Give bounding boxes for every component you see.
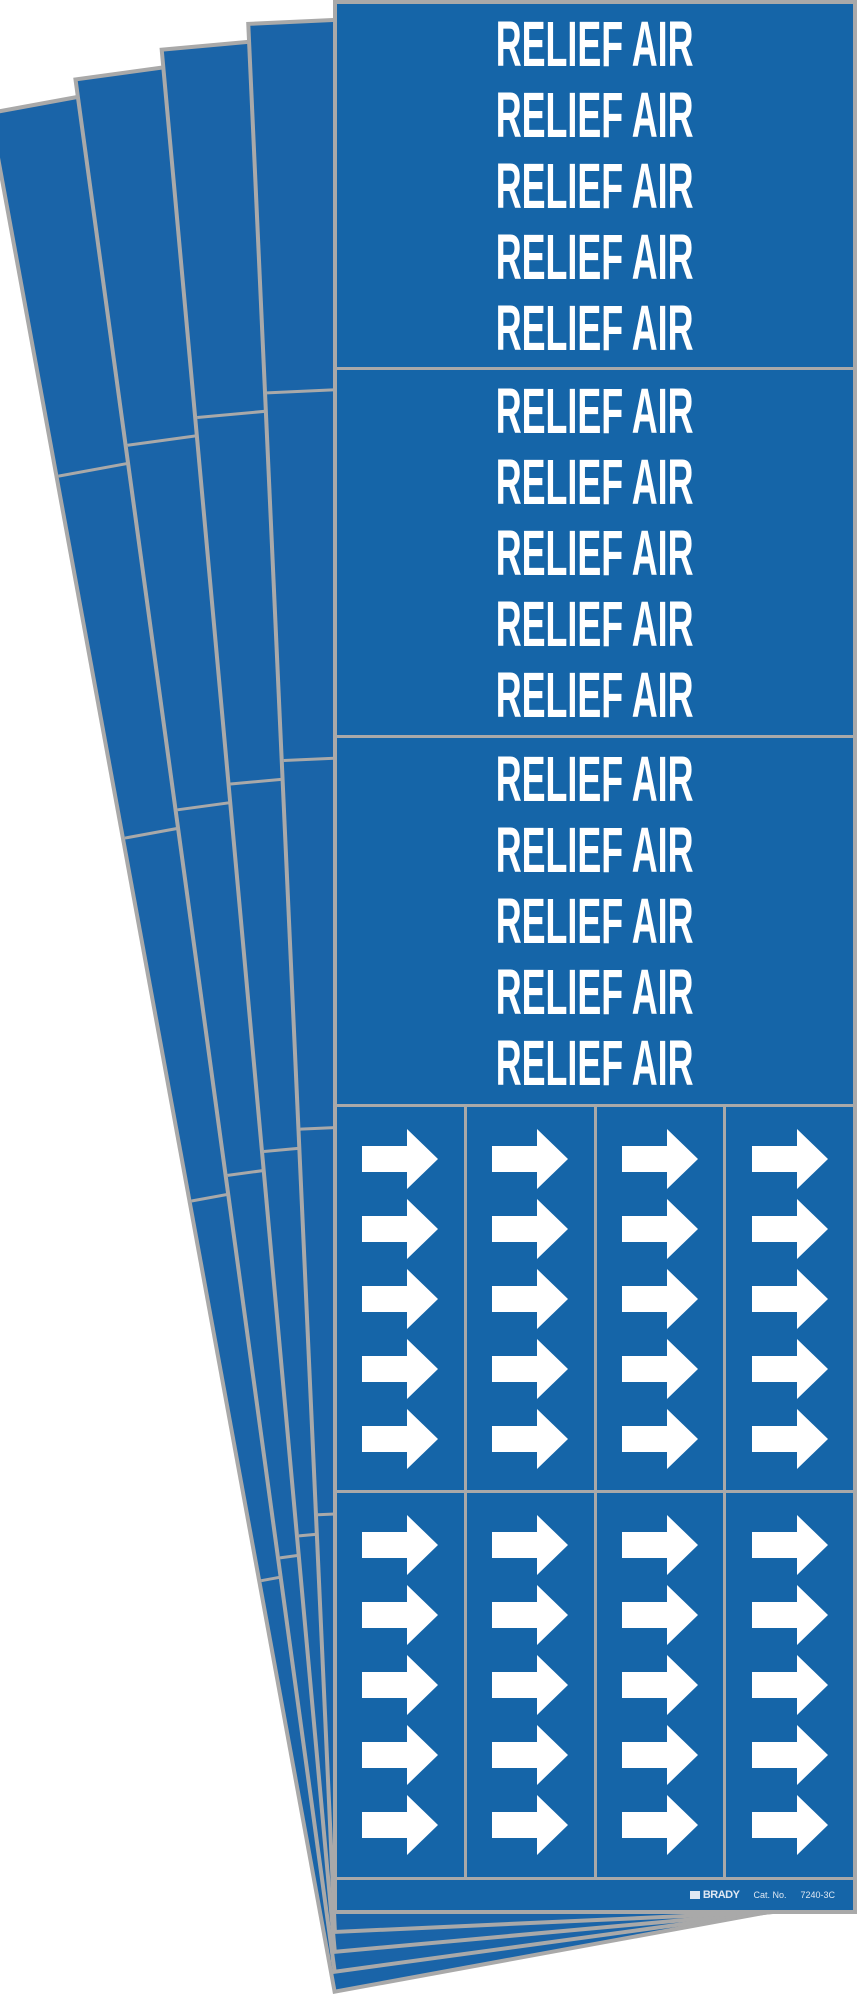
arrow-right-icon (621, 1404, 698, 1474)
label-text-row: RELIEF AIR (496, 658, 694, 731)
arrow-right-icon (621, 1334, 698, 1404)
arrow-right-icon (362, 1334, 439, 1404)
arrow-right-icon (492, 1334, 569, 1404)
arrow-right-icon (751, 1720, 828, 1790)
arrow-right-icon (492, 1404, 569, 1474)
arrow-column (337, 1493, 464, 1877)
arrow-right-icon (621, 1510, 698, 1580)
arrow-right-icon (492, 1124, 569, 1194)
arrow-right-icon (492, 1194, 569, 1264)
arrow-right-icon (492, 1650, 569, 1720)
label-text-row: RELIEF AIR (496, 78, 694, 151)
arrow-section-2 (337, 1493, 853, 1877)
arrow-right-icon (621, 1790, 698, 1860)
arrow-right-icon (751, 1194, 828, 1264)
label-text-row: RELIEF AIR (496, 220, 694, 293)
arrow-right-icon (751, 1404, 828, 1474)
arrow-right-icon (621, 1580, 698, 1650)
label-text-row: RELIEF AIR (496, 956, 694, 1028)
arrow-right-icon (751, 1124, 828, 1194)
arrow-right-icon (621, 1264, 698, 1334)
arrow-right-icon (751, 1580, 828, 1650)
label-text-row: RELIEF AIR (496, 1027, 694, 1099)
label-text-row: RELIEF AIR (496, 374, 694, 447)
arrow-right-icon (492, 1790, 569, 1860)
label-text-row: RELIEF AIR (496, 7, 694, 80)
arrow-right-icon (362, 1510, 439, 1580)
arrow-column (726, 1107, 853, 1490)
arrow-right-icon (492, 1510, 569, 1580)
arrow-right-icon (751, 1790, 828, 1860)
arrow-right-icon (621, 1124, 698, 1194)
catalog-label: Cat. No. (753, 1890, 787, 1900)
arrow-column (726, 1493, 853, 1877)
arrow-right-icon (492, 1580, 569, 1650)
arrow-column (466, 1107, 594, 1490)
arrow-right-icon (362, 1580, 439, 1650)
arrow-column (466, 1493, 594, 1877)
label-text-row: RELIEF AIR (496, 445, 694, 518)
arrow-right-icon (492, 1720, 569, 1790)
label-text-row: RELIEF AIR (496, 291, 694, 364)
label-text-row: RELIEF AIR (496, 516, 694, 589)
arrow-right-icon (362, 1264, 439, 1334)
arrow-right-icon (362, 1194, 439, 1264)
arrow-right-icon (751, 1650, 828, 1720)
label-text-row: RELIEF AIR (496, 149, 694, 222)
arrow-right-icon (751, 1264, 828, 1334)
arrow-right-icon (362, 1720, 439, 1790)
brand-name: BRADY (702, 1889, 740, 1901)
arrow-section-1 (337, 1107, 853, 1490)
arrow-right-icon (751, 1334, 828, 1404)
arrow-right-icon (362, 1650, 439, 1720)
arrow-right-icon (751, 1510, 828, 1580)
label-text-row: RELIEF AIR (496, 743, 694, 815)
arrow-column (596, 1107, 724, 1490)
arrow-right-icon (362, 1404, 439, 1474)
arrow-right-icon (492, 1264, 569, 1334)
arrow-column (596, 1493, 724, 1877)
arrow-column (337, 1107, 464, 1490)
arrow-right-icon (621, 1720, 698, 1790)
footer-strip: BRADY Cat. No. 7240-3C (337, 1880, 853, 1910)
arrow-right-icon (362, 1124, 439, 1194)
label-text-row: RELIEF AIR (496, 814, 694, 886)
brand-logo-icon (689, 1891, 700, 1899)
arrow-right-icon (621, 1650, 698, 1720)
arrow-right-icon (621, 1194, 698, 1264)
brand-logo: BRADY (689, 1889, 740, 1901)
label-text-row: RELIEF AIR (496, 885, 694, 957)
label-text-row: RELIEF AIR (496, 587, 694, 660)
catalog-number: 7240-3C (800, 1890, 835, 1900)
arrow-right-icon (362, 1790, 439, 1860)
